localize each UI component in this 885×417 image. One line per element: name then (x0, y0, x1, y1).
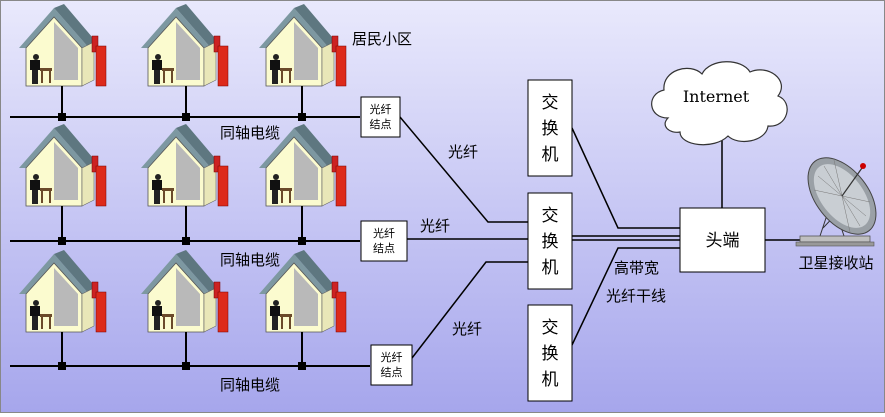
switch-char: 机 (542, 370, 559, 390)
optical-node-1: 光纤 结点 (360, 96, 401, 138)
switch-1: 交 换 机 (527, 79, 573, 177)
node-label-line1: 光纤 (370, 102, 392, 116)
trunk-label-line1: 高带宽 (614, 259, 659, 277)
switch-char: 换 (542, 119, 559, 139)
node-label-line1: 光纤 (373, 226, 395, 240)
switch-char: 机 (542, 145, 559, 165)
trunk-label-line2: 光纤干线 (606, 287, 666, 305)
optical-node-3: 光纤 结点 (370, 344, 413, 386)
internet-label: Internet (683, 87, 750, 106)
fiber-links (399, 116, 800, 359)
tap-nodes (58, 113, 306, 370)
community-label: 居民小区 (352, 30, 412, 48)
switch-char: 换 (542, 344, 559, 364)
fiber-label-3: 光纤 (452, 320, 482, 338)
switch-char: 交 (542, 318, 559, 338)
satellite-dish-icon: 卫星接收站 (795, 157, 877, 272)
switch-char: 机 (542, 258, 559, 278)
node-label-line1: 光纤 (381, 350, 403, 364)
switch-char: 交 (542, 206, 559, 226)
coax-label-2: 同轴电缆 (220, 251, 280, 269)
switch-3: 交 换 机 (527, 304, 573, 402)
fiber-label-2: 光纤 (420, 217, 450, 235)
switch-char: 换 (542, 232, 559, 252)
node-label-line2: 结点 (370, 118, 392, 131)
node-label-line2: 结点 (381, 366, 403, 379)
optical-node-2: 光纤 结点 (360, 220, 408, 262)
headend-box: 头端 (679, 207, 766, 273)
cloud-icon: Internet (651, 61, 788, 146)
coax-label-1: 同轴电缆 (220, 124, 280, 142)
switch-char: 交 (542, 93, 559, 113)
satellite-label: 卫星接收站 (798, 254, 873, 272)
headend-label: 头端 (706, 231, 740, 251)
node-label-line2: 结点 (373, 242, 395, 255)
coax-label-3: 同轴电缆 (220, 376, 280, 394)
switch-2: 交 换 机 (527, 192, 573, 290)
fiber-label-1: 光纤 (448, 143, 478, 161)
